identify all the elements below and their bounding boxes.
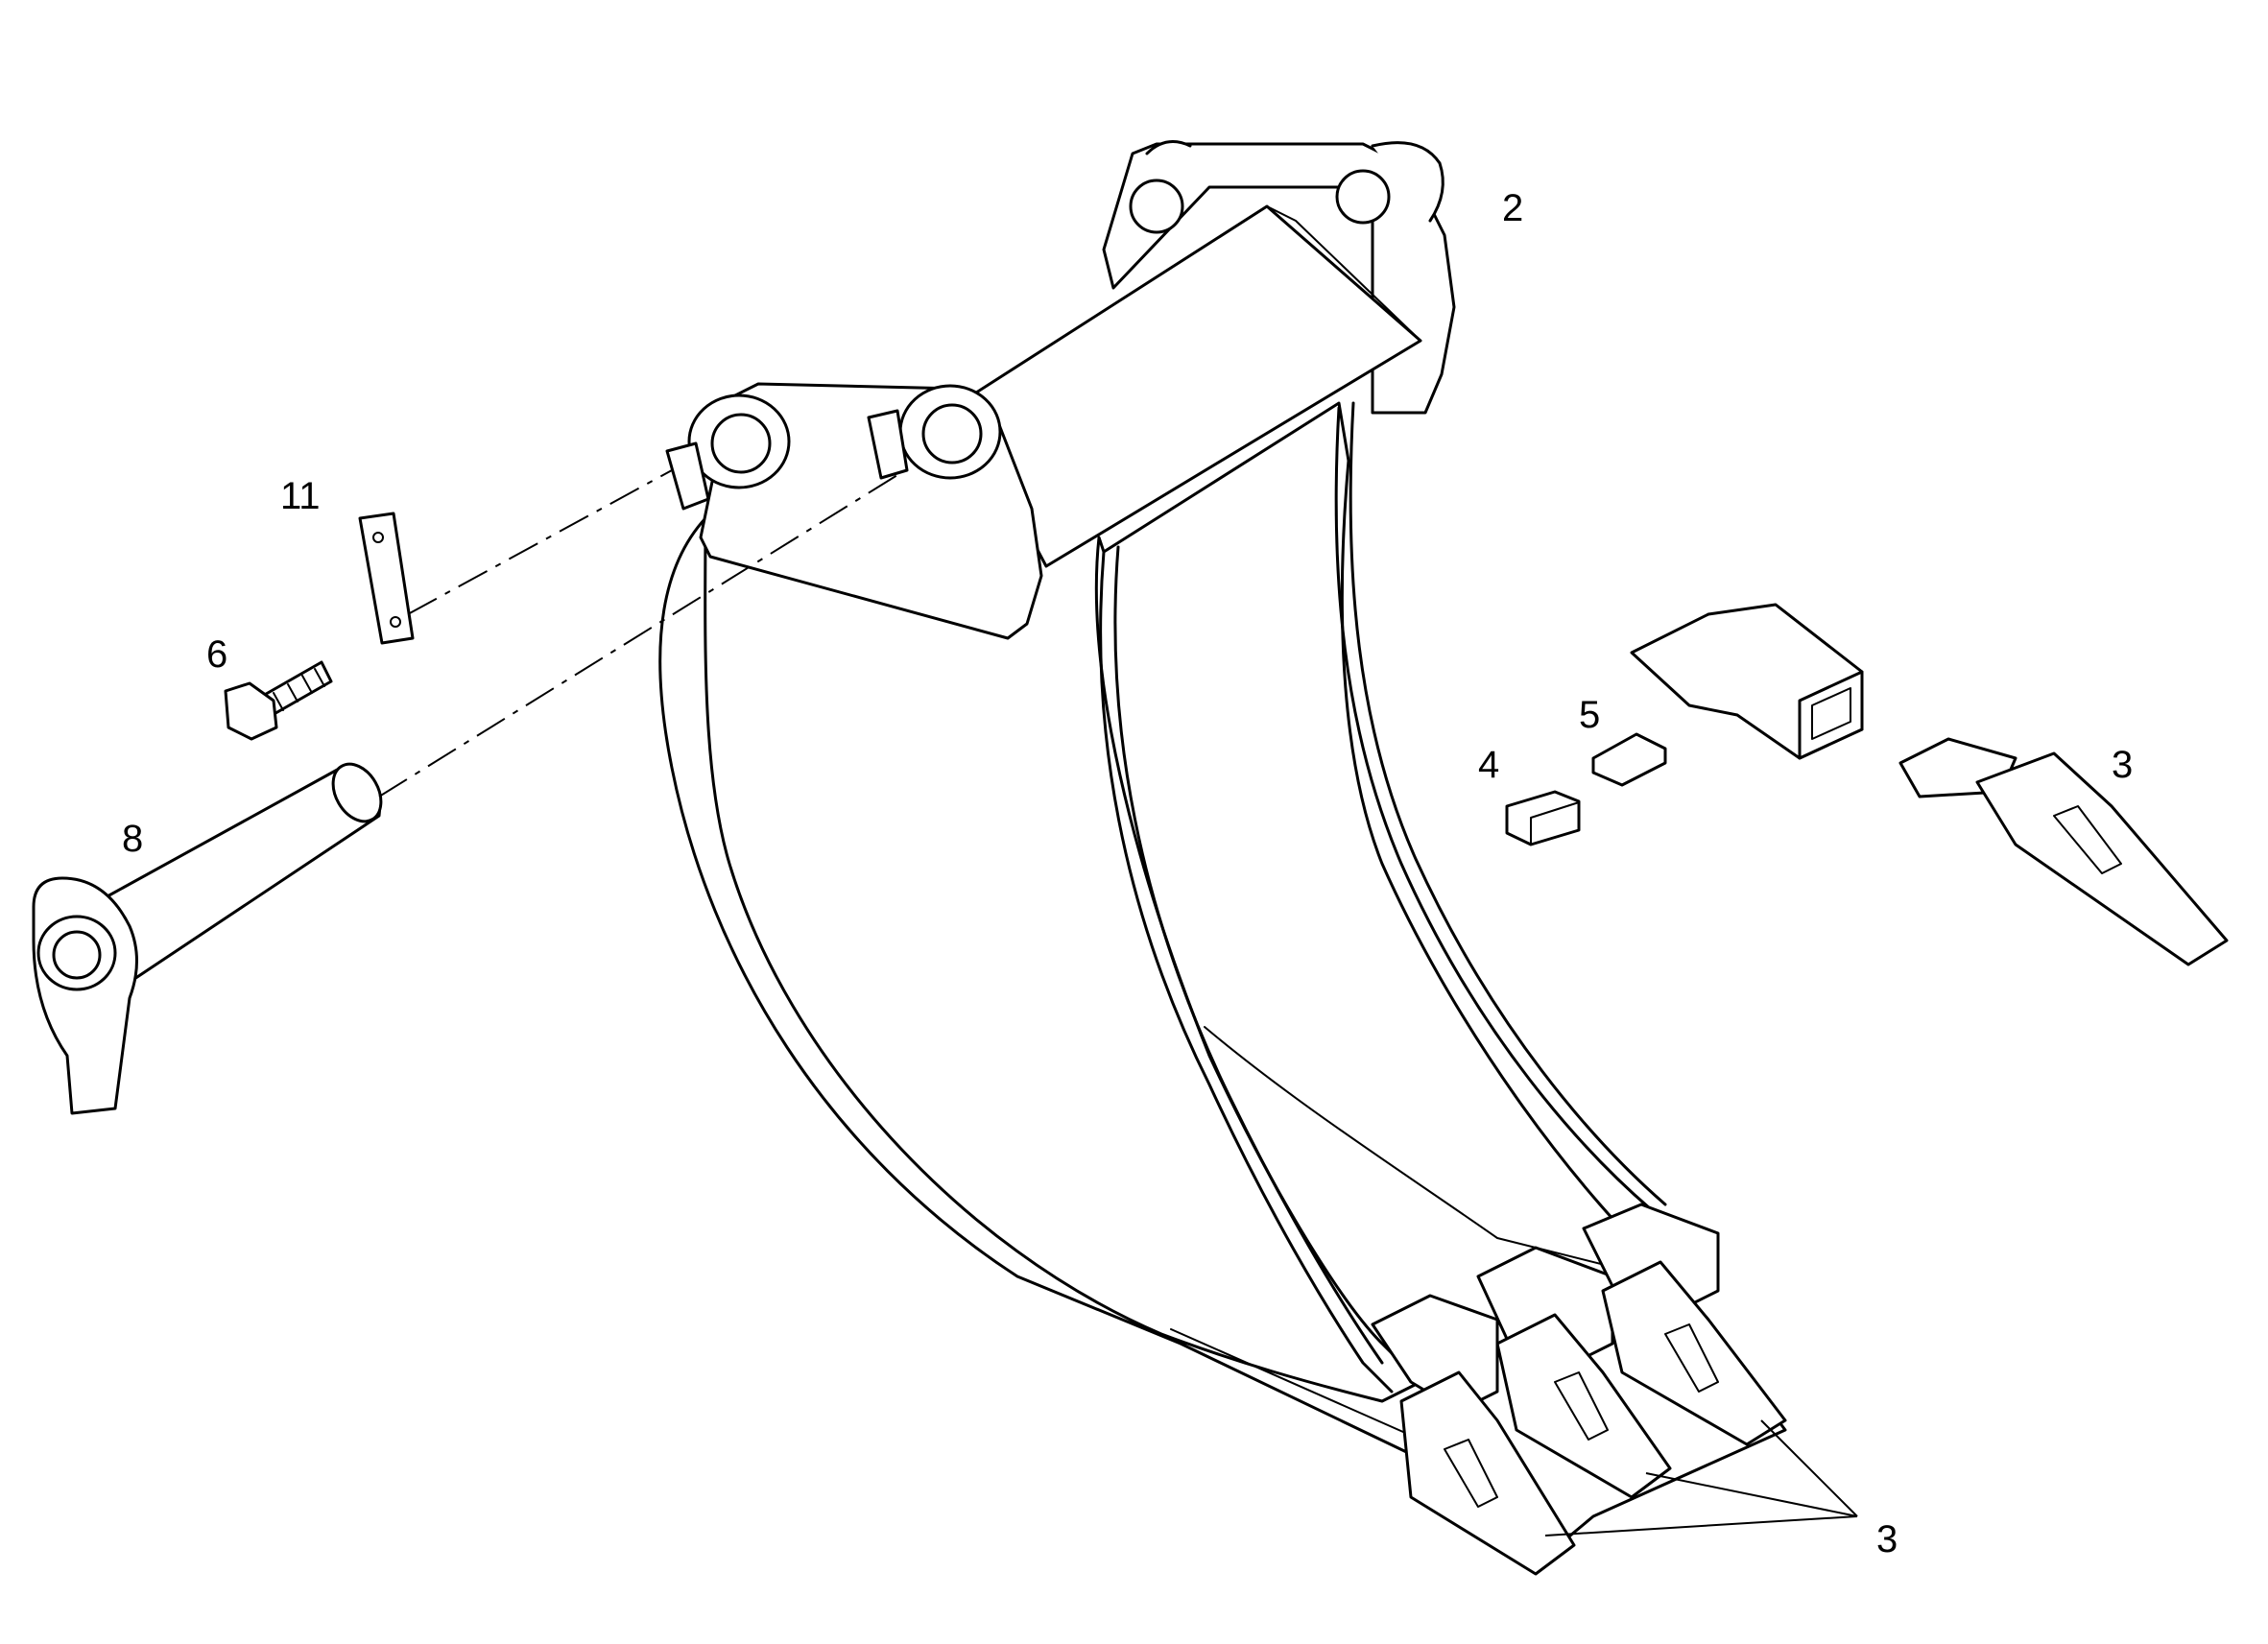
lock-tab-left <box>665 441 710 511</box>
adapter-socket-inner <box>1811 687 1851 740</box>
rear-mounting-plate <box>1102 142 1456 415</box>
loose-tooth-slot <box>2053 805 2122 874</box>
shim-hole-top <box>372 532 384 543</box>
loose-tooth-body <box>1975 751 2229 966</box>
leader-3-mid <box>1645 1472 1858 1517</box>
tooth-tip-left <box>1399 1370 1576 1576</box>
tooth-tip-left-slot <box>1444 1439 1498 1508</box>
tip-teeth <box>1371 1203 1787 1576</box>
front-boss-right-inner <box>921 403 983 465</box>
callout-tooth-upper-right: 3 <box>2112 744 2133 786</box>
shank-face-line <box>1204 1026 1652 1277</box>
assembly-centerlines <box>378 469 898 798</box>
callout-shim-plate: 11 <box>280 475 321 517</box>
rear-plate-hole-left <box>1129 179 1184 234</box>
rear-plate-hole-right <box>1335 169 1391 225</box>
callout-retainer: 5 <box>1579 694 1600 736</box>
rear-boss-right <box>1371 141 1444 223</box>
leader-lines <box>1544 1419 1858 1537</box>
retainer-body <box>1591 732 1667 787</box>
tooth-tip-right <box>1601 1260 1787 1446</box>
wedge-body <box>1505 790 1581 846</box>
lock-tab-right <box>867 409 909 480</box>
callout-tooth-group: 3 <box>1876 1518 1898 1561</box>
leader-3-left <box>1544 1515 1858 1537</box>
bolt-thread-lines <box>273 668 325 711</box>
wedge-edge <box>1530 801 1580 846</box>
shim-plate-body <box>358 512 415 645</box>
shank-flange-front-inner <box>1113 545 1384 1365</box>
callout-pin: 8 <box>122 818 143 860</box>
centerline-shim <box>407 469 673 615</box>
adapter <box>1630 603 1864 760</box>
centerline-pin <box>378 474 898 798</box>
pin-assembly <box>32 762 383 1115</box>
shim-plate <box>358 512 415 645</box>
bolt <box>224 660 333 741</box>
tooth-tip-mid <box>1495 1313 1672 1499</box>
callout-mounting-bracket: 2 <box>1502 187 1523 229</box>
front-boss-left-inner <box>710 413 772 474</box>
callout-wedge: 4 <box>1478 744 1499 786</box>
tooth-tip-right-slot <box>1664 1323 1719 1393</box>
callout-bolt: 6 <box>206 633 227 676</box>
leader-3-right <box>1760 1419 1858 1517</box>
tooth-tip-mid-slot <box>1554 1371 1609 1441</box>
wedge <box>1505 790 1581 846</box>
loose-tooth <box>1898 737 2229 966</box>
shank-flange-front <box>1099 550 1394 1394</box>
bolt-hex-head <box>224 681 278 741</box>
callout-labels: 2 11 6 8 3 3 4 5 <box>122 187 2133 1561</box>
shank-flange-rear-inner <box>1349 401 1667 1206</box>
pin-shaft-end <box>331 762 383 823</box>
shim-hole-bottom <box>390 616 401 628</box>
pin-head-plate <box>32 876 138 1115</box>
shank-flange-rear <box>1334 406 1662 1250</box>
cross-tube-edge <box>1266 205 1421 342</box>
shank-base-line <box>1170 1328 1421 1441</box>
pin-head-boss-inner <box>52 930 102 980</box>
retainer <box>1591 732 1667 787</box>
rear-boss-left <box>1145 140 1192 155</box>
